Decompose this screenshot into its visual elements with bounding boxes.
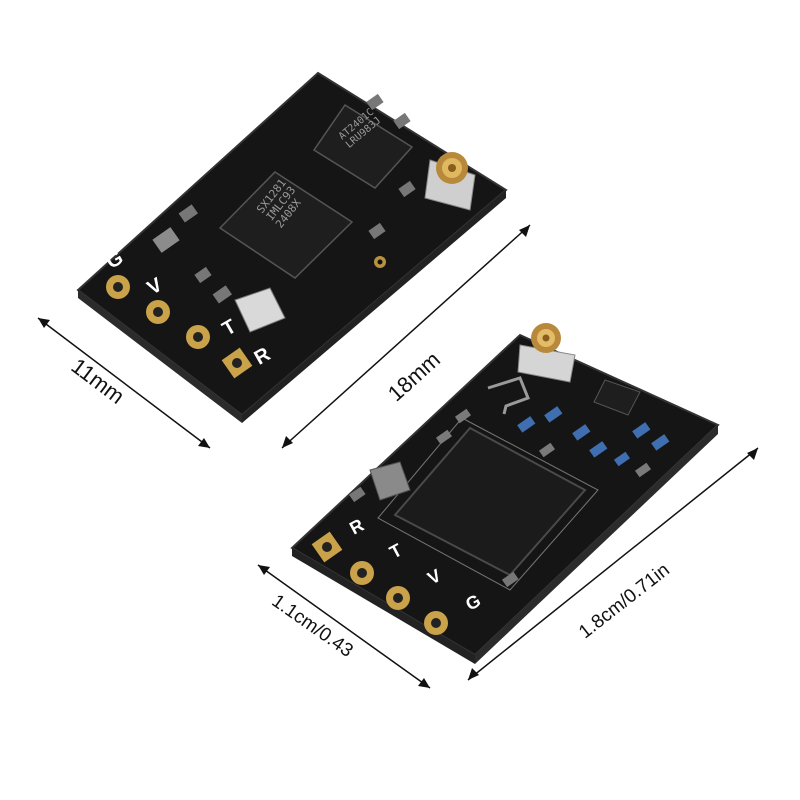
via-hole-inner <box>377 259 383 265</box>
receiver-board-bottom: R T V G <box>290 323 720 664</box>
pcb-edge <box>475 425 718 664</box>
smd-component <box>368 222 386 240</box>
smd-component <box>152 227 180 253</box>
antenna-connector <box>517 323 576 383</box>
capacitors <box>435 406 670 478</box>
main-chip <box>218 171 354 279</box>
pcb-antenna-trace <box>487 376 530 415</box>
crystal <box>234 287 286 333</box>
solder-pads <box>106 275 253 379</box>
pcb-edge <box>78 290 242 423</box>
receiver-board-top: SX1281 IMLC93 2408X AT2401C LRU983J <box>76 71 508 423</box>
smd-component <box>194 266 212 284</box>
pa-chip <box>312 103 414 189</box>
smd-component <box>212 285 232 304</box>
antenna-connector <box>424 152 476 211</box>
dimension-label-11mm: 11mm <box>67 353 130 409</box>
crystal <box>369 461 411 501</box>
smd-component <box>348 486 366 503</box>
solder-pads <box>311 531 448 635</box>
regulator-chip <box>593 379 641 416</box>
pcb-edge-right <box>242 190 506 423</box>
smd-component <box>501 571 519 588</box>
dimension-label-1-8cm: 1.8cm/0.71in <box>575 560 674 644</box>
smd-component <box>398 180 416 198</box>
pcb-edge-left <box>292 548 475 664</box>
dimension-label-18mm: 18mm <box>383 347 445 406</box>
smd-component <box>178 204 198 223</box>
smd-component <box>393 112 411 130</box>
smd-component <box>366 93 384 111</box>
